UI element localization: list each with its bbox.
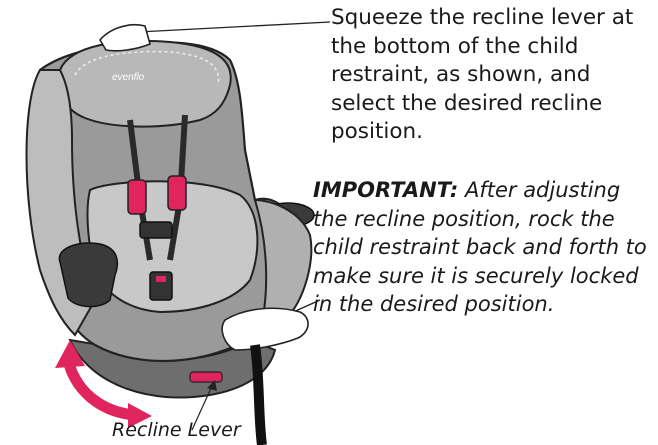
recline-lever (190, 372, 222, 382)
left-shoulder-pad (128, 180, 146, 214)
car-seat-illustration: evenflo (0, 0, 340, 445)
recline-lever-callout: Recline Lever (112, 418, 241, 442)
instruction-text: Squeeze the recline lever at the bottom … (331, 4, 658, 147)
top-leader-line (138, 22, 330, 32)
important-label: IMPORTANT: (313, 178, 458, 202)
chest-clip (140, 222, 172, 238)
left-cupholder (59, 243, 117, 307)
top-hand (100, 25, 150, 51)
right-shoulder-pad (168, 176, 186, 210)
bottom-hand (222, 308, 308, 350)
headrest (59, 41, 231, 127)
brand-logo: evenflo (112, 72, 145, 83)
buckle-tab (156, 276, 166, 282)
important-note: IMPORTANT: After adjusting the recline p… (313, 176, 658, 319)
vehicle-belt (255, 345, 262, 445)
